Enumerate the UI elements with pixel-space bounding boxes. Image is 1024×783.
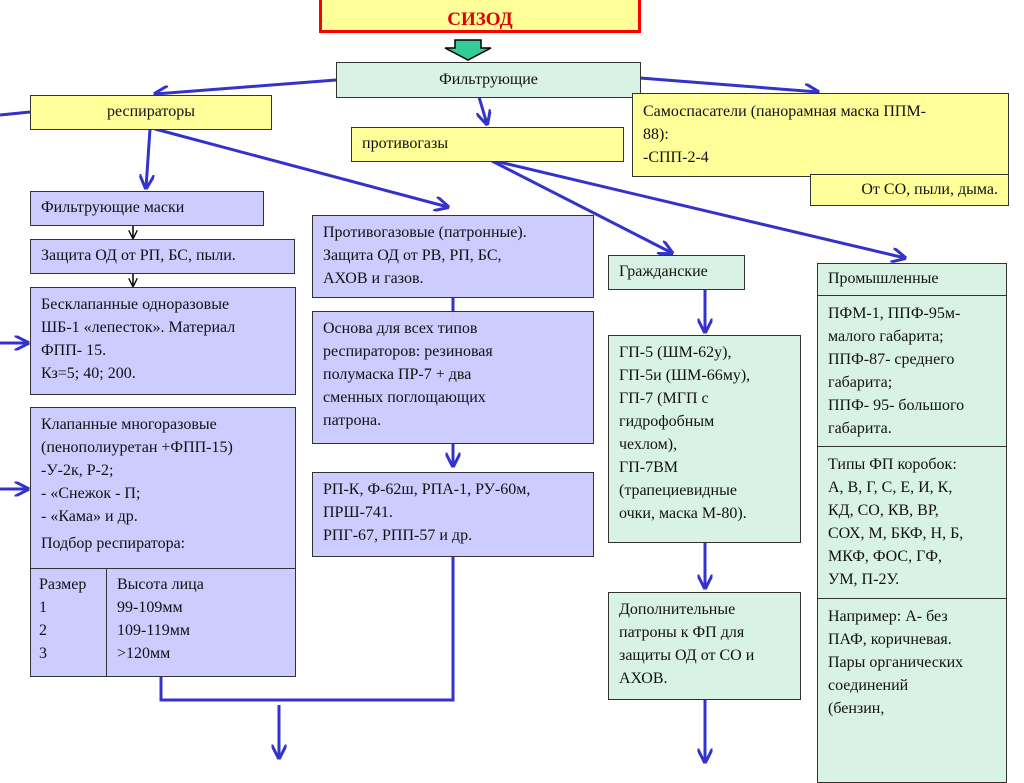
connector-merge (159, 557, 455, 702)
valved-text: Клапанные многоразовые (пенополиуретан +… (41, 416, 233, 525)
basis-box: Основа для всех типов респираторов: рези… (312, 311, 594, 444)
filtering-label: Фильтрующие (439, 71, 538, 88)
arrow-gasmasks-to-civil (491, 159, 672, 253)
industrial-models: ПФМ-1, ППФ-95м- малого габарита; ППФ-87-… (818, 296, 1006, 447)
arrow-filtering-to-respirators (155, 78, 337, 94)
industrial-box-types: Типы ФП коробок: А, В, Г, С, Е, И, К, КД… (818, 447, 1006, 599)
filter-masks-box: Фильтрующие маски (30, 191, 264, 226)
gasmasks-label: противогазы (362, 135, 449, 152)
filter-masks-label: Фильтрующие маски (41, 199, 185, 216)
civil-box: Гражданские (608, 255, 745, 290)
filtering-box: Фильтрующие (336, 62, 641, 98)
size-cell: 2 (39, 622, 47, 639)
height-column: Высота лица 99-109мм 109-119мм >120мм (107, 569, 295, 676)
civil-models-box: ГП-5 (ШМ-62у), ГП-5и (ШМ-66му), ГП-7 (МГ… (608, 335, 801, 543)
selfrescuers-note-box: От СО, пыли, дыма. (810, 174, 1009, 206)
root-title: СИЗОД (447, 9, 513, 30)
height-cell: >120мм (117, 645, 171, 662)
size-cell: 1 (39, 599, 47, 616)
height-cell: 109-119мм (117, 622, 190, 639)
respirators-label: респираторы (107, 103, 195, 120)
protection-label: Защита ОД от РП, БС, пыли. (41, 247, 236, 264)
arrow-respirators-to-masks (146, 128, 150, 188)
down-arrow-icon (444, 39, 492, 61)
size-column: Размер 1 2 3 (31, 569, 107, 676)
civil-extra-box: Дополнительные патроны к ФП для защиты О… (608, 592, 801, 700)
arrow-filtering-to-gasmasks (479, 96, 487, 124)
connector-lines (0, 39, 1024, 767)
root-title-box: СИЗОД (319, 0, 641, 33)
selection-title: Подбор респиратора: (41, 535, 186, 552)
arrow-gasmasks-to-industrial (494, 159, 905, 258)
size-table: Размер 1 2 3 Высота лица 99-109мм 109-11… (31, 568, 295, 676)
industrial-label: Промышленные (818, 264, 1006, 296)
size-header: Размер (39, 576, 87, 593)
arrow-filtering-to-selfrescuers (639, 76, 818, 92)
valveless-box: Бесклапанные одноразовые ШБ-1 «лепесток»… (30, 287, 296, 395)
respirator-models-box: РП-К, Ф-62ш, РПА-1, РУ-60м, ПРШ-741. РПГ… (312, 472, 594, 557)
industrial-box: Промышленные ПФМ-1, ППФ-95м- малого габа… (817, 263, 1007, 783)
height-cell: 99-109мм (117, 599, 183, 616)
protection-box: Защита ОД от РП, БС, пыли. (30, 239, 295, 274)
valved-box: Клапанные многоразовые (пенополиуретан +… (30, 407, 296, 677)
cartridge-box: Противогазовые (патронные). Защита ОД от… (312, 215, 594, 298)
height-header: Высота лица (117, 576, 204, 593)
industrial-example: Например: А- без ПАФ, коричневая. Пары о… (828, 608, 964, 717)
respirators-box: респираторы (30, 95, 272, 130)
selfrescuers-note: От СО, пыли, дыма. (861, 181, 998, 198)
selfrescuers-box: Самоспасатели (панорамная маска ППМ- 88)… (632, 93, 1009, 177)
size-cell: 3 (39, 645, 47, 662)
arrow-respirators-to-cartridge (154, 127, 448, 207)
gasmasks-box: противогазы (351, 127, 624, 162)
civil-label: Гражданские (619, 263, 708, 280)
left-connector (0, 110, 31, 117)
